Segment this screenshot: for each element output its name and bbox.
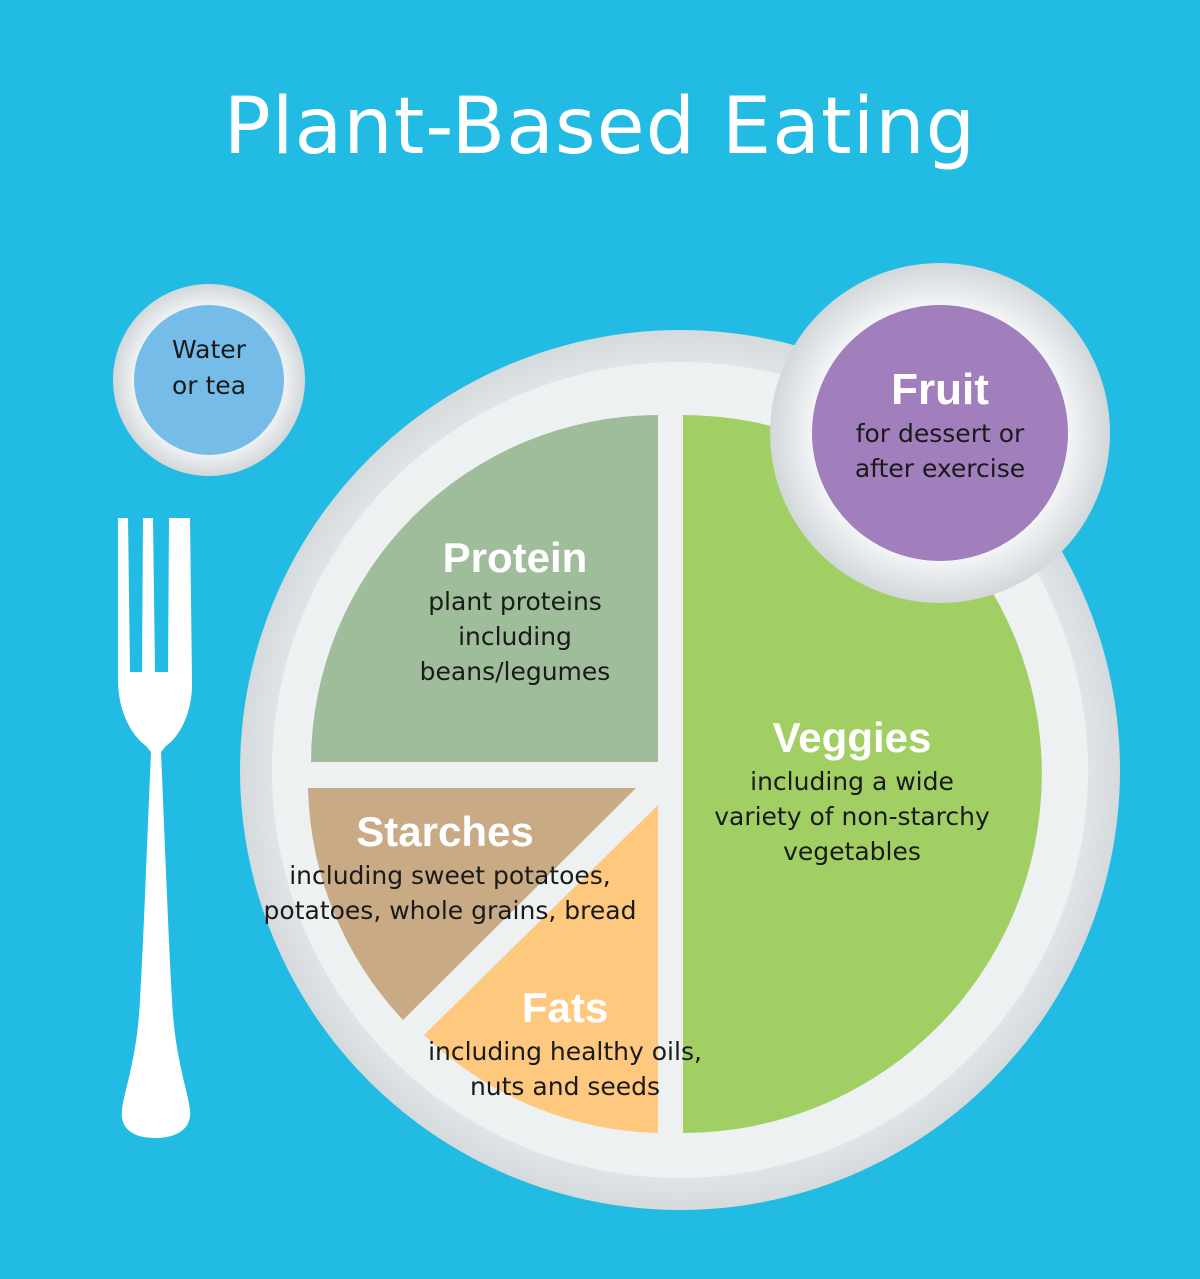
starches-line: including sweet potatoes,: [289, 861, 611, 890]
page-title: Plant-Based Eating: [223, 82, 977, 172]
protein-description: plant proteins including beans/legumes: [375, 584, 655, 689]
fork-icon: [118, 518, 193, 1138]
drink-line: or tea: [171, 371, 247, 400]
protein-heading: Protein: [442, 534, 588, 581]
fats-line: nuts and seeds: [469, 1072, 661, 1101]
drink-line: Water: [172, 335, 246, 364]
fruit-line: for dessert or: [855, 419, 1025, 448]
protein-line: plant proteins: [428, 587, 602, 616]
starches-label: Starches including sweet potatoes, potat…: [250, 806, 650, 928]
starches-description: including sweet potatoes, potatoes, whol…: [250, 858, 650, 928]
protein-line: beans/legumes: [419, 657, 611, 686]
fruit-line: after exercise: [854, 454, 1026, 483]
fats-heading: Fats: [521, 984, 609, 1031]
protein-line: including: [458, 622, 572, 651]
starches-line: potatoes, whole grains, bread: [263, 896, 637, 925]
protein-section: [311, 415, 658, 762]
fruit-bowl: [770, 263, 1110, 603]
starches-section: [308, 788, 636, 1020]
veggies-line: variety of non-starchy: [714, 802, 990, 831]
veggies-heading: Veggies: [772, 714, 932, 761]
veggies-description: including a wide variety of non-starchy …: [692, 764, 1012, 869]
protein-label: Protein plant proteins including beans/l…: [375, 532, 655, 689]
veggies-line: including a wide: [750, 767, 954, 796]
drink-label: Water or tea: [134, 332, 284, 404]
starches-heading: Starches: [356, 808, 534, 855]
fats-line: including healthy oils,: [428, 1037, 702, 1066]
fruit-description: for dessert or after exercise: [800, 416, 1080, 486]
fruit-heading: Fruit: [891, 365, 989, 414]
fats-section: [424, 805, 658, 1133]
fats-description: including healthy oils, nuts and seeds: [405, 1034, 725, 1104]
veggies-label: Veggies including a wide variety of non-…: [692, 712, 1012, 869]
water-cup-icon: [113, 284, 305, 476]
fruit-label: Fruit for dessert or after exercise: [800, 364, 1080, 486]
veggies-line: vegetables: [783, 837, 921, 866]
fats-label: Fats including healthy oils, nuts and se…: [405, 982, 725, 1104]
